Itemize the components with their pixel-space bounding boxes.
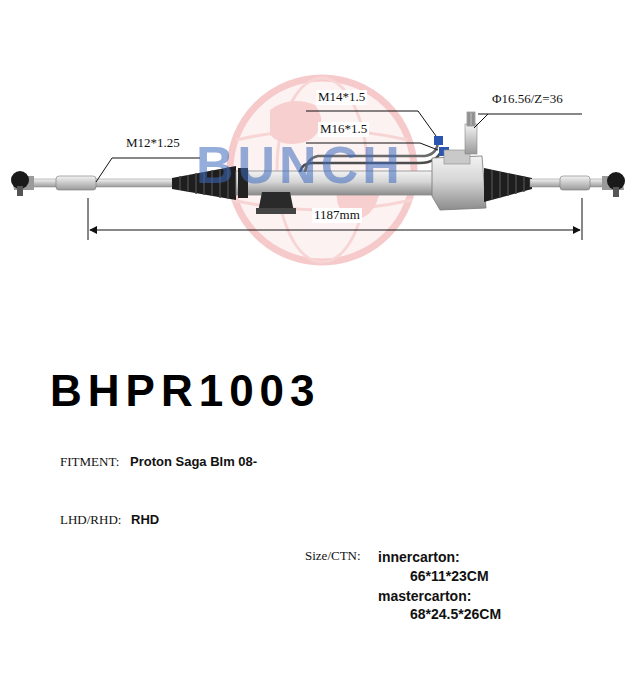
part-number-title: BHPR1003	[50, 366, 321, 417]
valve-body	[432, 112, 486, 210]
thread-size: M12*1.25	[124, 136, 182, 151]
field-value: mastercarton:	[378, 588, 471, 604]
thread-size: M14*1.5	[316, 90, 367, 105]
overall-length: 1187mm	[312, 208, 362, 223]
field-label: LHD/RHD:	[60, 513, 121, 528]
field-value: 68*24.5*26CM	[410, 606, 501, 622]
thread-size: M16*1.5	[318, 122, 369, 137]
field-value: 66*11*23CM	[410, 568, 489, 584]
field-value: RHD	[131, 513, 159, 528]
left-tie-rod	[11, 171, 178, 196]
field-value: innercarton:	[378, 549, 460, 565]
right-tie-rod	[530, 172, 625, 197]
spline-spec: Φ16.56/Z=36	[490, 92, 565, 107]
watermark: BUNCH	[196, 136, 404, 196]
field-label: Size/CTN:	[305, 549, 361, 564]
right-boot	[484, 168, 532, 202]
field-value: Proton Saga Blm 08-	[130, 455, 257, 470]
dimension-line	[88, 198, 582, 240]
field-label: FITMENT:	[60, 455, 119, 470]
